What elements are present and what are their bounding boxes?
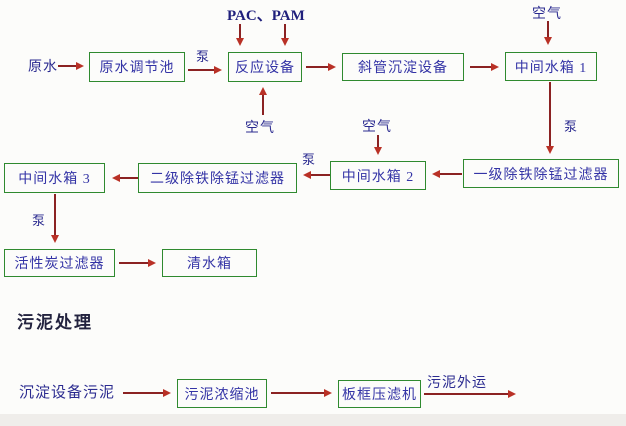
node-regulating-tank-label: 原水调节池 <box>99 61 175 76</box>
label-air-tank2: 空气 <box>362 120 392 135</box>
label-air-reaction: 空气 <box>245 121 275 136</box>
arrow-first-stage-to-tank2 <box>432 170 462 178</box>
node-regulating-tank: 原水调节池 <box>89 52 185 82</box>
node-plate-frame-filter-press-label: 板框压滤机 <box>342 388 417 403</box>
node-inclined-settler-label: 斜管沉淀设备 <box>358 61 448 76</box>
arrow-air-to-tank1 <box>544 21 552 45</box>
arrow-pam-to-reaction <box>281 24 289 46</box>
node-second-stage-filter: 二级除铁除锰过滤器 <box>138 163 297 193</box>
node-sludge-thickener: 污泥浓缩池 <box>177 379 267 408</box>
arrow-second-stage-to-tank3 <box>112 174 138 182</box>
arrow-regulating-tank-to-reaction <box>188 66 222 74</box>
label-sludge-transport-out: 污泥外运 <box>427 376 487 391</box>
node-intermediate-tank-1-label: 中间水箱 1 <box>514 60 588 76</box>
node-intermediate-tank-3: 中间水箱 3 <box>4 163 105 193</box>
label-pump-1: 泵 <box>196 49 211 64</box>
arrow-air-to-reaction <box>259 87 267 115</box>
arrow-air-to-tank2 <box>374 135 382 155</box>
node-first-stage-filter-label: 一级除铁除锰过滤器 <box>473 167 609 183</box>
node-intermediate-tank-3-label: 中间水箱 3 <box>18 172 91 187</box>
sludge-section-heading: 污泥处理 <box>17 313 93 332</box>
arrow-filter-press-to-transport-out <box>424 390 516 398</box>
node-first-stage-filter: 一级除铁除锰过滤器 <box>463 159 619 188</box>
node-intermediate-tank-2-label: 中间水箱 2 <box>341 169 415 185</box>
node-clean-water-tank: 清水箱 <box>162 249 257 277</box>
node-sludge-thickener-label: 污泥浓缩池 <box>184 387 260 403</box>
node-activated-carbon-filter: 活性炭过滤器 <box>4 249 115 277</box>
arrow-tank3-to-carbon-filter <box>51 194 59 243</box>
arrow-thickener-to-filter-press <box>271 389 332 397</box>
arrow-pac-to-reaction <box>236 24 244 46</box>
label-pump-2: 泵 <box>564 119 579 134</box>
node-intermediate-tank-2: 中间水箱 2 <box>330 161 426 190</box>
node-activated-carbon-filter-label: 活性炭过滤器 <box>14 257 105 272</box>
arrow-sludge-to-thickener <box>123 389 171 397</box>
label-pac-pam: PAC、PAM <box>227 8 305 24</box>
label-pump-3: 泵 <box>302 152 317 167</box>
node-reaction-equipment-label: 反应设备 <box>235 61 295 76</box>
node-plate-frame-filter-press: 板框压滤机 <box>338 380 421 408</box>
bottom-edge-strip <box>0 414 626 426</box>
arrow-tank2-to-second-stage-filter <box>303 171 330 179</box>
arrow-carbon-filter-to-clean-water-tank <box>119 259 156 267</box>
node-reaction-equipment: 反应设备 <box>228 52 302 82</box>
node-intermediate-tank-1: 中间水箱 1 <box>505 52 597 81</box>
node-clean-water-tank-label: 清水箱 <box>187 257 232 272</box>
label-raw-water: 原水 <box>28 60 58 75</box>
label-pump-4: 泵 <box>32 213 47 228</box>
arrow-tank1-to-first-stage-filter <box>546 82 554 154</box>
node-second-stage-filter-label: 二级除铁除锰过滤器 <box>150 172 285 187</box>
arrow-reaction-to-settler <box>306 63 336 71</box>
arrow-settler-to-tank1 <box>470 63 499 71</box>
arrow-raw-water-to-regulating-tank <box>58 62 84 70</box>
label-sediment-equipment-sludge: 沉淀设备污泥 <box>19 385 116 401</box>
label-air-tank1: 空气 <box>532 7 562 22</box>
node-inclined-settler: 斜管沉淀设备 <box>342 53 464 81</box>
